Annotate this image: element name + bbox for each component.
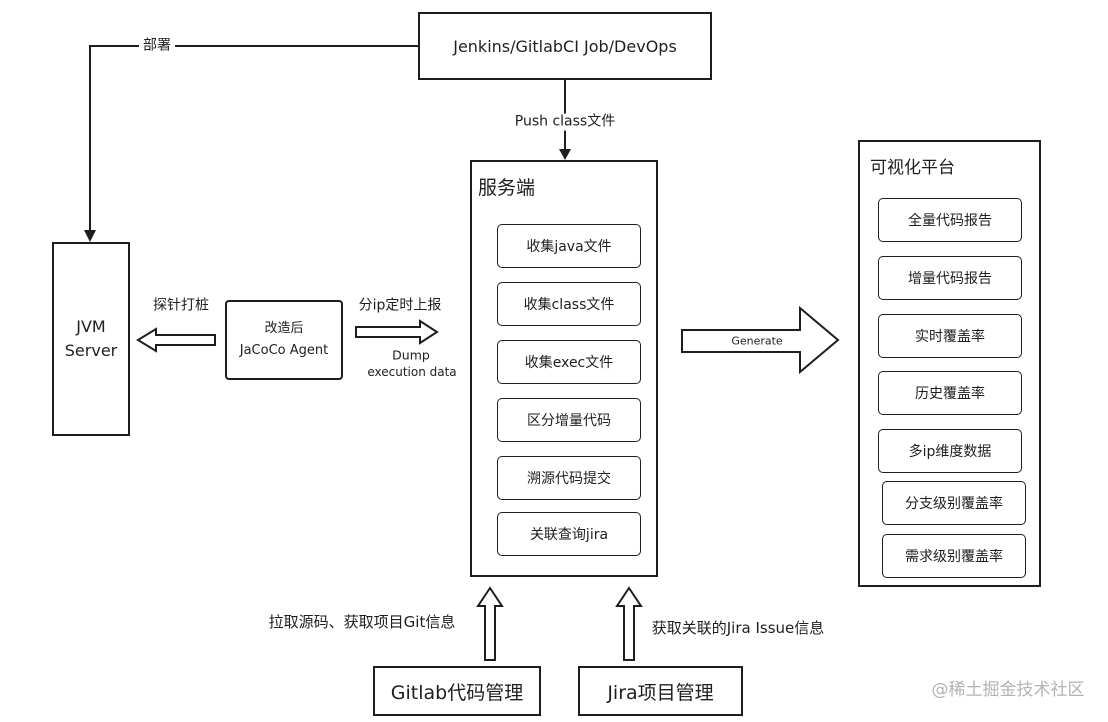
arrow-gitlab-to-server — [476, 586, 504, 661]
server-step-collect-java: 收集java文件 — [497, 224, 641, 268]
platform-item-incremental-report: 增量代码报告 — [878, 256, 1022, 300]
dump-label-line1: Dump — [392, 347, 430, 363]
jvm-server-label-line2: Server — [64, 341, 118, 360]
gitlab-edge-label: 拉取源码、获取项目Git信息 — [268, 613, 456, 631]
server-box: 服务端 收集java文件 收集class文件 收集exec文件 区分增量代码 溯… — [470, 160, 658, 577]
probe-label: 探针打桩 — [153, 297, 209, 314]
jira-edge-label: 获取关联的Jira Issue信息 — [651, 619, 825, 637]
platform-title: 可视化平台 — [870, 158, 955, 178]
server-step-collect-class: 收集class文件 — [497, 282, 641, 326]
gitlab-box: Gitlab代码管理 — [373, 666, 541, 716]
push-class-label: Push class文件 — [510, 113, 620, 131]
jacoco-agent-label-line2: JaCoCo Agent — [239, 343, 329, 358]
platform-item-realtime-coverage: 实时覆盖率 — [878, 314, 1022, 358]
jvm-server-label-line1: JVM — [76, 317, 106, 336]
server-step-trace-commit: 溯源代码提交 — [497, 456, 641, 500]
arrow-deploy-line — [89, 45, 418, 231]
jvm-server-box: JVM Server — [52, 242, 130, 436]
generate-label: Generate — [731, 334, 783, 348]
ci-pipeline-box: Jenkins/GitlabCI Job/DevOps — [418, 12, 712, 80]
arrow-push-class-head — [559, 149, 571, 160]
gitlab-label: Gitlab代码管理 — [390, 681, 524, 704]
arrow-generate — [681, 305, 840, 375]
arrow-deploy-head — [84, 230, 96, 242]
arrow-probe — [136, 327, 216, 353]
platform-item-full-report: 全量代码报告 — [878, 198, 1022, 242]
jacoco-agent-label-line1: 改造后 — [264, 321, 304, 336]
ci-pipeline-label: Jenkins/GitlabCI Job/DevOps — [453, 36, 677, 56]
arrow-report — [355, 319, 439, 345]
report-label: 分ip定时上报 — [358, 297, 442, 314]
jira-box: Jira项目管理 — [578, 666, 743, 716]
server-step-diff-incremental: 区分增量代码 — [497, 398, 641, 442]
platform-item-requirement-coverage: 需求级别覆盖率 — [882, 534, 1026, 578]
platform-item-history-coverage: 历史覆盖率 — [878, 371, 1022, 415]
platform-box: 可视化平台 全量代码报告 增量代码报告 实时覆盖率 历史覆盖率 多ip维度数据 … — [858, 140, 1041, 587]
server-step-query-jira: 关联查询jira — [497, 512, 641, 556]
jacoco-agent-box: 改造后 JaCoCo Agent — [225, 300, 343, 380]
deploy-label: 部署 — [139, 37, 175, 55]
server-title: 服务端 — [478, 177, 536, 199]
platform-item-branch-coverage: 分支级别覆盖率 — [882, 481, 1026, 525]
platform-item-multi-ip-data: 多ip维度数据 — [878, 429, 1022, 473]
server-step-collect-exec: 收集exec文件 — [497, 340, 641, 384]
jira-label: Jira项目管理 — [607, 681, 714, 704]
arrow-jira-to-server — [615, 586, 643, 661]
watermark: @稀土掘金技术社区 — [931, 679, 1085, 700]
dump-label-line2: execution data — [367, 364, 457, 379]
